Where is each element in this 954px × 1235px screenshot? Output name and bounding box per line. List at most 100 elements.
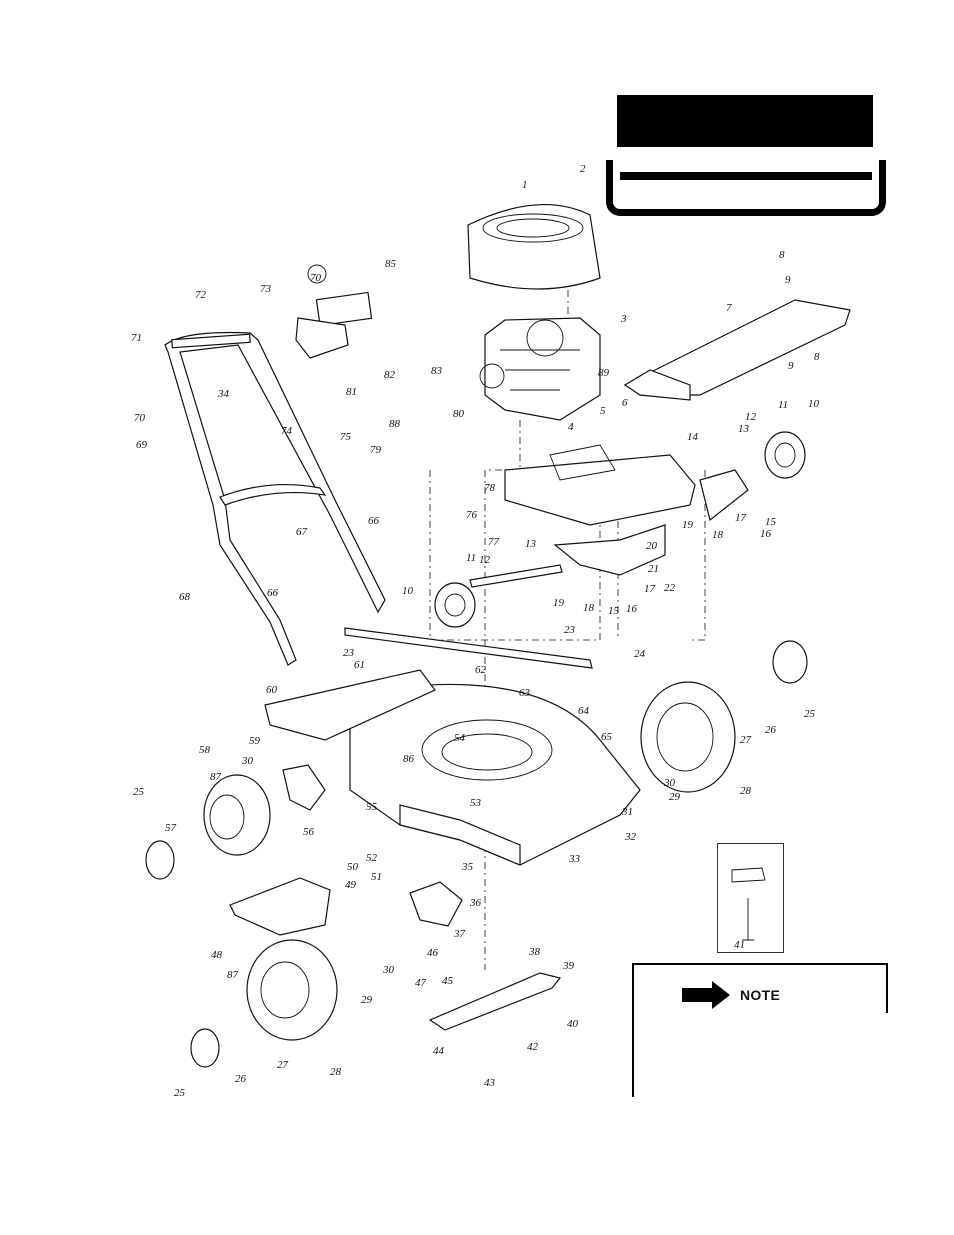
- rear-wheel-left-front: [203, 774, 271, 856]
- callout-label: 76: [466, 509, 478, 521]
- callout-label: 37: [453, 928, 466, 940]
- callout-label: 83: [431, 365, 443, 377]
- callout-label: 25: [174, 1087, 186, 1099]
- callout-label: 25: [133, 786, 145, 798]
- callout-label: 28: [330, 1066, 342, 1078]
- callout-label: 36: [469, 897, 482, 909]
- callout-label: 35: [461, 861, 474, 873]
- callout-label: 88: [389, 418, 401, 430]
- callout-label: 68: [179, 591, 191, 603]
- callout-label: 6: [622, 397, 628, 409]
- callout-label: 72: [195, 289, 207, 301]
- callout-label: 13: [525, 538, 537, 550]
- note-box: NOTE: [632, 963, 888, 1097]
- callout-label: 40: [567, 1018, 579, 1030]
- callout-label: 8: [814, 351, 820, 363]
- callout-label: 12: [745, 411, 757, 423]
- callout-label: 21: [648, 563, 659, 575]
- callout-label: 34: [217, 388, 230, 400]
- height-adjuster-bracket: [409, 881, 463, 927]
- front-axle-bracket: [553, 469, 749, 576]
- front-wheel-left: [434, 582, 476, 628]
- callout-label: 17: [644, 583, 656, 595]
- callout-label: 56: [303, 826, 315, 838]
- callout-label: 89: [598, 367, 610, 379]
- callout-label: 48: [211, 949, 223, 961]
- callout-label: 7: [726, 302, 732, 314]
- callout-label: 24: [634, 648, 646, 660]
- callout-label: 67: [296, 526, 308, 538]
- callout-label: 66: [368, 515, 380, 527]
- callout-label: 31: [621, 806, 633, 818]
- callout-label: 87: [210, 771, 222, 783]
- callout-label: 9: [788, 360, 794, 372]
- callout-label: 70: [134, 412, 146, 424]
- callout-label: 10: [402, 585, 414, 597]
- callout-label: 74: [281, 425, 293, 437]
- callout-label: 14: [687, 431, 699, 443]
- callout-label: 18: [583, 602, 595, 614]
- callout-label: 30: [241, 755, 254, 767]
- callout-label: 66: [267, 587, 279, 599]
- callout-label: 70: [310, 272, 322, 284]
- title-bar: [617, 95, 873, 147]
- callout-label: 4: [568, 421, 574, 433]
- engine: [479, 317, 601, 421]
- discharge-chute: [264, 669, 436, 741]
- callout-label: 59: [249, 735, 261, 747]
- header-frame: [606, 160, 886, 216]
- callout-label: 29: [361, 994, 373, 1006]
- callout-label: 46: [427, 947, 439, 959]
- callout-label: 51: [371, 871, 382, 883]
- height-adjuster-bracket-rear: [282, 764, 326, 811]
- callout-label: 5: [600, 405, 606, 417]
- callout-label: 18: [712, 529, 724, 541]
- callout-label: 64: [578, 705, 590, 717]
- note-label: NOTE: [740, 987, 781, 1003]
- callout-label: 30: [382, 964, 395, 976]
- callout-label: 65: [601, 731, 613, 743]
- callout-label: 55: [366, 801, 378, 813]
- callout-label: 15: [765, 516, 777, 528]
- callout-label: 71: [131, 332, 142, 344]
- callout-label: 29: [669, 791, 681, 803]
- callout-label: 77: [488, 536, 500, 548]
- callout-label: 78: [484, 482, 496, 494]
- callout-label: 9: [785, 274, 791, 286]
- callout-label: 73: [260, 283, 272, 295]
- adapter-inset-box: [717, 843, 784, 953]
- hubcap-right: [772, 640, 808, 684]
- callout-label: 85: [385, 258, 397, 270]
- callout-label: 23: [343, 647, 355, 659]
- callout-label: 16: [760, 528, 772, 540]
- callout-label: 13: [738, 423, 750, 435]
- callout-label: 11: [778, 399, 788, 411]
- callout-label: 62: [475, 664, 487, 676]
- rear-flap: [229, 877, 331, 936]
- callout-label: 26: [235, 1073, 247, 1085]
- callout-label: 3: [620, 313, 627, 325]
- callout-label: 80: [453, 408, 465, 420]
- callout-label: 1: [522, 179, 528, 191]
- callout-label: 81: [346, 386, 357, 398]
- callout-label: 82: [384, 369, 396, 381]
- callout-label: 75: [340, 431, 352, 443]
- callout-label: 79: [370, 444, 382, 456]
- throttle-control: [295, 264, 373, 359]
- callout-label: 27: [740, 734, 752, 746]
- rear-wheel-left-rear: [246, 939, 338, 1041]
- callout-label: 19: [682, 519, 694, 531]
- callout-label: 32: [624, 831, 637, 843]
- callout-label: 11: [466, 552, 476, 564]
- callout-label: 63: [519, 687, 531, 699]
- rear-wheel-right: [640, 681, 736, 793]
- callout-label: 30: [663, 777, 676, 789]
- blade: [428, 972, 562, 1031]
- engine-shroud: [467, 203, 601, 290]
- callout-label: 39: [562, 960, 575, 972]
- callout-label: 87: [227, 969, 239, 981]
- callout-label: 45: [442, 975, 454, 987]
- callout-label: 38: [528, 946, 541, 958]
- mower-deck: [349, 683, 641, 866]
